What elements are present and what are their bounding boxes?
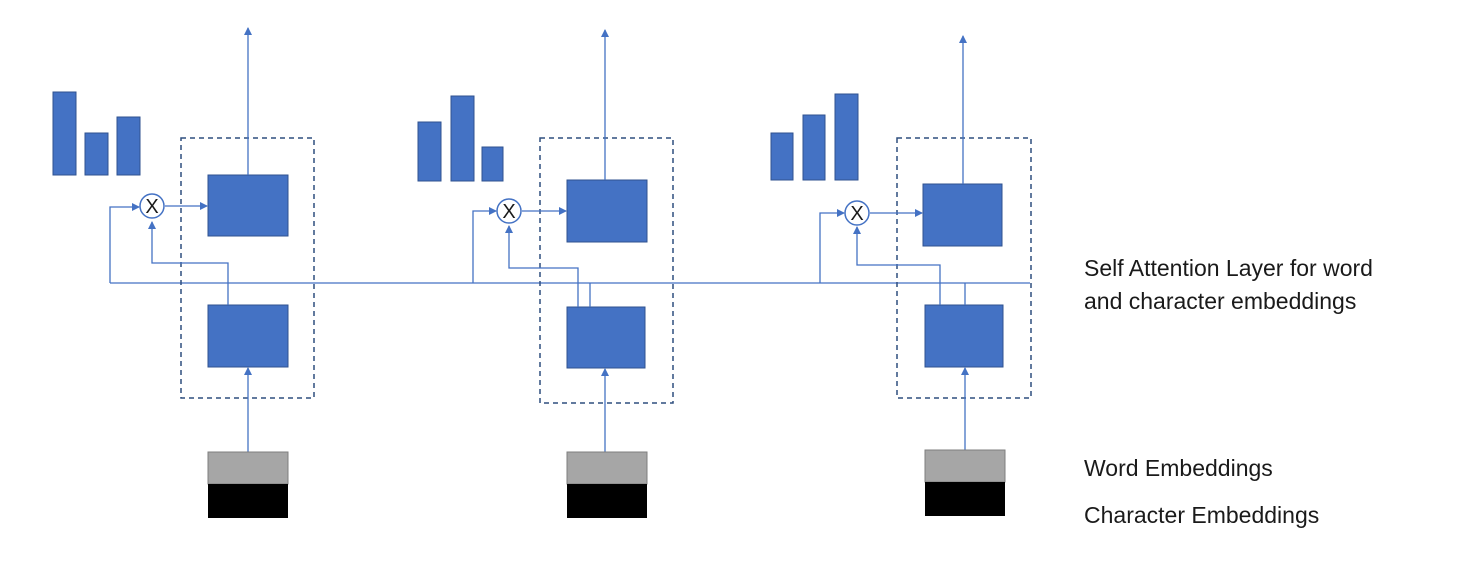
output-block <box>566 179 648 243</box>
character-embedding-block <box>567 484 647 518</box>
word-embedding-block <box>924 449 1006 483</box>
hidden-block <box>566 306 646 369</box>
attention-bar <box>450 95 475 182</box>
attention-bar <box>770 132 794 181</box>
column-3: X <box>770 35 1032 516</box>
hidden-to-multiply-line <box>148 221 229 305</box>
multiply-node <box>496 198 522 224</box>
attention-bar <box>802 114 826 181</box>
attention-bar <box>116 116 141 176</box>
multiply-symbol: X <box>145 196 158 218</box>
bus-to-multiply-line <box>819 209 845 283</box>
character-embedding-block <box>208 484 288 518</box>
bus-to-multiply-line <box>472 207 497 283</box>
hidden-to-multiply-line <box>505 225 579 307</box>
multiply-node <box>844 200 870 226</box>
hidden-to-multiply-line <box>853 226 941 305</box>
multiply-node <box>139 193 165 219</box>
bus-to-multiply-line <box>109 203 140 283</box>
column-2: X <box>417 29 674 518</box>
attention-weight-bars <box>770 93 859 181</box>
attention-bar <box>481 146 504 182</box>
self-attention-label-line2: and character embeddings <box>1084 288 1357 314</box>
dashed-unit-frame <box>539 137 674 404</box>
attention-bar <box>84 132 109 176</box>
hidden-block <box>924 304 1004 368</box>
attention-weight-bars <box>417 95 504 182</box>
character-embedding-block <box>925 482 1005 516</box>
attention-bar <box>834 93 859 181</box>
word-embedding-block <box>207 451 289 485</box>
output-block <box>207 174 289 237</box>
output-block <box>922 183 1003 247</box>
column-1: X <box>52 27 315 518</box>
dashed-unit-frame <box>896 137 1032 399</box>
attention-weight-bars <box>52 91 141 176</box>
word-embedding-block <box>566 451 648 485</box>
multiply-symbol: X <box>502 201 515 223</box>
character-embeddings-label: Character Embeddings <box>1084 502 1320 528</box>
attention-bar <box>52 91 77 176</box>
multiply-symbol: X <box>850 203 863 225</box>
attention-bar <box>417 121 442 182</box>
word-embeddings-label: Word Embeddings <box>1084 455 1273 481</box>
self-attention-label-line1: Self Attention Layer for word <box>1084 255 1373 281</box>
hidden-block <box>207 304 289 368</box>
